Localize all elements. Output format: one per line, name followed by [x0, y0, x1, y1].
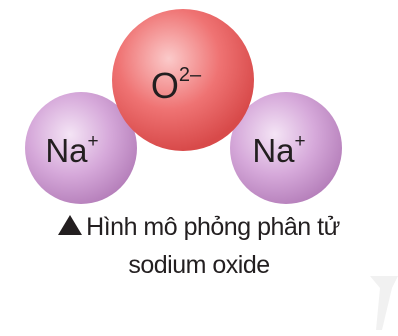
- sodium-ion-right-sphere: [230, 92, 342, 204]
- caption-text-1: Hình mô phỏng phân tử: [86, 213, 340, 241]
- oxide-ion: O2–: [112, 9, 254, 151]
- sodium-ion-right-label: Na+: [252, 131, 305, 169]
- caption-line-1: Hình mô phỏng phân tử: [0, 208, 398, 246]
- figure-caption: Hình mô phỏng phân tử sodium oxide: [0, 208, 398, 284]
- caption-line-2: sodium oxide: [128, 251, 270, 279]
- molecule-diagram: Na+ Na+ O2–: [25, 9, 342, 204]
- sodium-ion-left: Na+: [25, 92, 137, 204]
- sodium-ion-right: Na+: [230, 92, 342, 204]
- triangle-up-icon: [58, 215, 83, 235]
- oxide-ion-label: O2–: [151, 64, 202, 106]
- oxide-ion-sphere: [112, 9, 254, 151]
- watermark-shape: [370, 276, 398, 330]
- sodium-ion-left-label: Na+: [45, 131, 98, 169]
- sodium-ion-left-sphere: [25, 92, 137, 204]
